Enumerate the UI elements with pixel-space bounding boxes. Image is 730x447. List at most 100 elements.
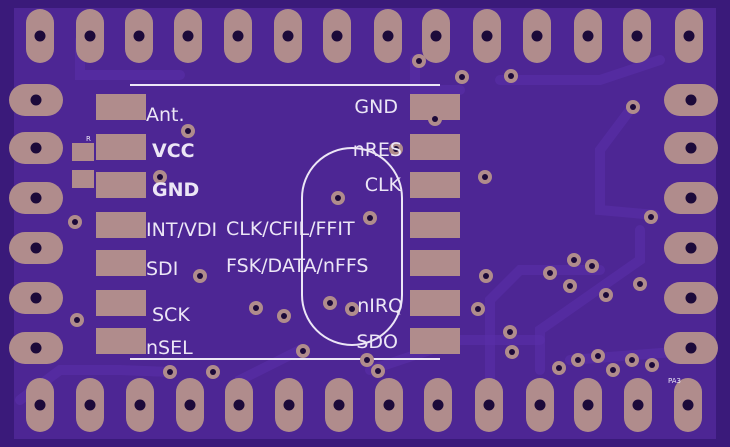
via-hole-1 <box>459 74 465 80</box>
crystal-outline <box>301 147 403 346</box>
top-pin-14-hole <box>683 30 695 42</box>
label-vcc: VCC <box>152 140 195 162</box>
via-hole-11 <box>367 215 373 221</box>
via-hole-4 <box>630 104 636 110</box>
via-hole-28 <box>507 329 513 335</box>
bottom-pin-8-hole <box>383 399 395 411</box>
right-pin-5-hole <box>685 292 697 304</box>
label-clk: CLK <box>365 174 402 196</box>
left-header-pins <box>9 84 63 364</box>
left-smd-pad-1 <box>96 94 146 120</box>
label-r-mark: R <box>86 135 91 143</box>
label-clk-cfil-ffit: CLK/CFIL/FFIT <box>226 218 355 240</box>
trace-4 <box>535 225 645 375</box>
label-corner-mark: PA3 <box>668 377 681 385</box>
module-silkscreen-outline <box>130 84 440 360</box>
via-hole-35 <box>649 362 655 368</box>
bottom-pin-12-hole <box>582 399 594 411</box>
via-hole-12 <box>72 219 78 225</box>
via-hole-8 <box>157 174 163 180</box>
top-pin-12-hole <box>582 30 594 42</box>
trace-9 <box>495 55 665 85</box>
via-hole-26 <box>475 306 481 312</box>
via-hole-17 <box>197 273 203 279</box>
bottom-pin-4-hole <box>184 399 196 411</box>
top-header-pins <box>26 9 703 63</box>
bottom-header-pins <box>26 378 702 432</box>
via-hole-27 <box>74 317 80 323</box>
vias <box>68 54 659 379</box>
via-hole-16 <box>547 270 553 276</box>
right-pin-4-hole <box>685 242 697 254</box>
top-pin-9-hole <box>430 30 442 42</box>
right-smd-pad-6 <box>410 290 460 316</box>
via-hole-23 <box>281 313 287 319</box>
left-smd-pad-2 <box>96 134 146 160</box>
right-pin-3-hole <box>685 192 697 204</box>
label-ant: Ant. <box>146 104 185 126</box>
via-hole-13 <box>648 214 654 220</box>
via-hole-18 <box>483 273 489 279</box>
right-pin-6-hole <box>685 342 697 354</box>
via-hole-31 <box>364 357 370 363</box>
via-hole-20 <box>603 292 609 298</box>
left-smd-pad-6 <box>96 290 146 316</box>
via-hole-29 <box>509 349 515 355</box>
passive-pad-2 <box>72 170 94 188</box>
bottom-pin-1-hole <box>34 399 46 411</box>
via-hole-9 <box>482 174 488 180</box>
via-hole-10 <box>335 195 341 201</box>
via-hole-19 <box>567 283 573 289</box>
via-hole-2 <box>416 58 422 64</box>
left-smd-pad-7 <box>96 328 146 354</box>
via-hole-15 <box>589 263 595 269</box>
via-hole-5 <box>432 116 438 122</box>
bottom-pin-2-hole <box>84 399 96 411</box>
right-pin-1-hole <box>685 94 697 106</box>
via-hole-34 <box>629 357 635 363</box>
label-int-vdi: INT/VDI <box>146 219 217 241</box>
label-nres: nRES <box>353 139 402 161</box>
left-smd-pad-3 <box>96 172 146 198</box>
left-pin-3-hole <box>30 192 42 204</box>
left-pin-1-hole <box>30 94 42 106</box>
right-smd-pad-7 <box>410 328 460 354</box>
trace-1 <box>410 55 465 95</box>
via-hole-6 <box>185 128 191 134</box>
via-hole-25 <box>349 306 355 312</box>
top-pin-7-hole <box>331 30 343 42</box>
top-pin-3-hole <box>133 30 145 42</box>
via-hole-32 <box>575 357 581 363</box>
via-hole-37 <box>210 369 216 375</box>
label-nirq: nIRQ <box>357 295 403 317</box>
bottom-pin-13-hole <box>632 399 644 411</box>
bottom-pin-3-hole <box>134 399 146 411</box>
via-hole-30 <box>300 348 306 354</box>
bottom-pin-14-hole <box>682 399 694 411</box>
left-pin-4-hole <box>30 242 42 254</box>
bottom-pin-11-hole <box>534 399 546 411</box>
via-hole-14 <box>571 257 577 263</box>
label-sdi: SDI <box>146 258 178 280</box>
right-header-pins <box>664 84 718 364</box>
top-pin-1-hole <box>34 30 46 42</box>
left-smd-pad-4 <box>96 212 146 238</box>
top-pin-13-hole <box>631 30 643 42</box>
bottom-pin-10-hole <box>483 399 495 411</box>
top-pin-2-hole <box>84 30 96 42</box>
label-sdo: SDO <box>356 331 398 353</box>
bottom-pin-9-hole <box>432 399 444 411</box>
label-gnd-right: GND <box>354 96 398 118</box>
via-hole-21 <box>637 281 643 287</box>
via-hole-40 <box>610 367 616 373</box>
via-hole-22 <box>253 305 259 311</box>
right-pin-2-hole <box>685 142 697 154</box>
passive-pad-1 <box>72 143 94 161</box>
top-pin-5-hole <box>232 30 244 42</box>
right-smd-pad-2 <box>410 134 460 160</box>
bottom-pin-5-hole <box>233 399 245 411</box>
label-nsel: nSEL <box>146 337 193 359</box>
right-smd-pad-3 <box>410 172 460 198</box>
label-sck: SCK <box>152 304 190 326</box>
